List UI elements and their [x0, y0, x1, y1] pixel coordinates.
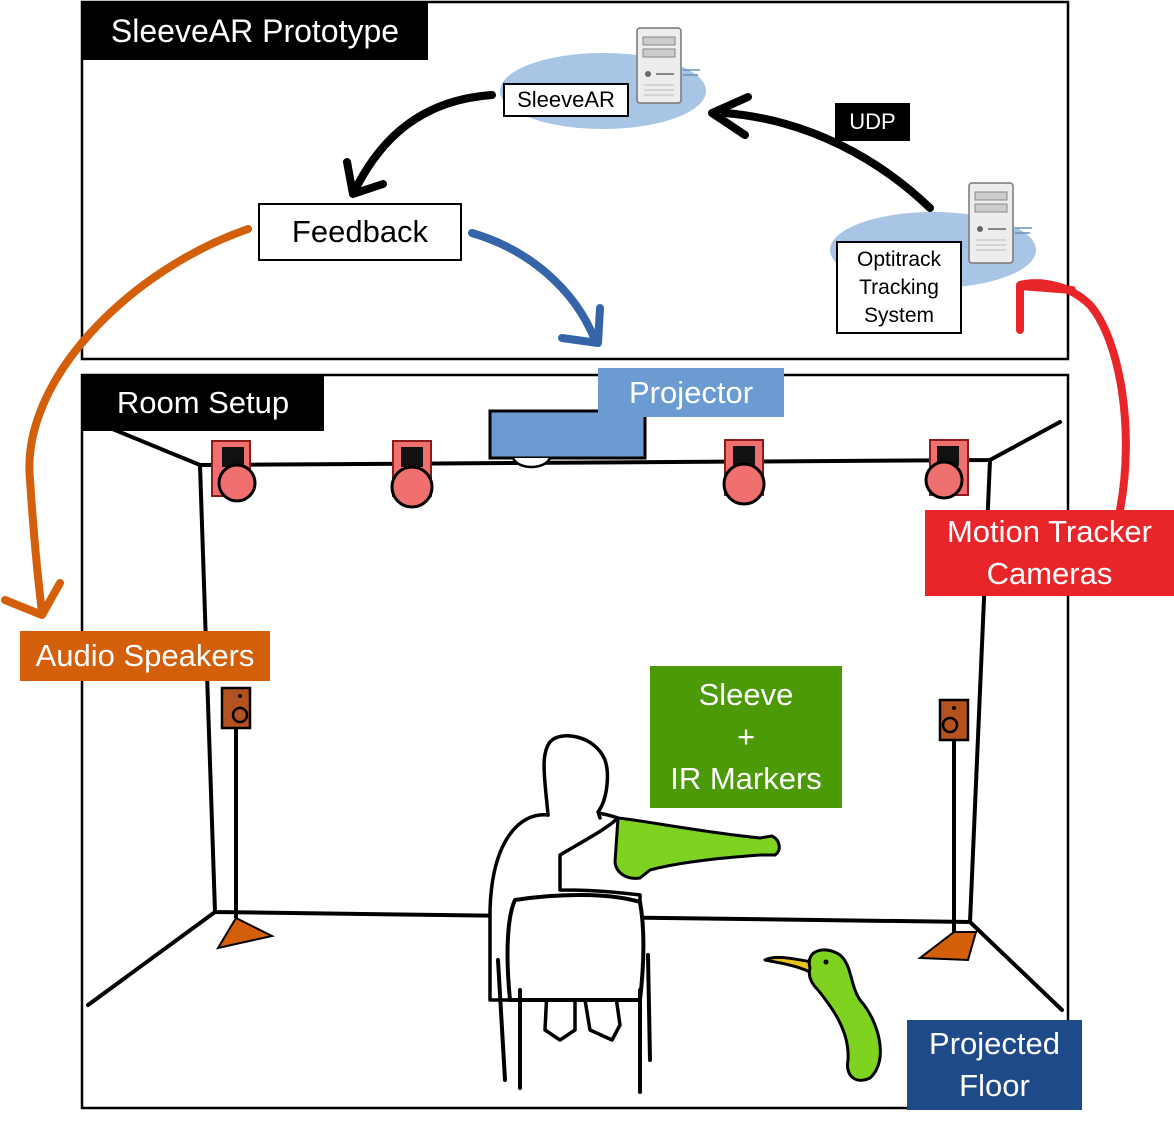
chair-icon — [496, 893, 652, 1094]
motion-tracker-line-2: Cameras — [986, 556, 1113, 591]
arrow-feedback-to-projector — [468, 229, 599, 344]
camera-speaker-2 — [390, 440, 434, 509]
speaker-icon-left — [215, 686, 275, 950]
udp-label: UDP — [835, 103, 910, 141]
optitrack-line-1: Optitrack — [856, 247, 942, 271]
arrow-optitrack-to-sleevear — [721, 109, 934, 212]
arrow-feedback-to-audio-head — [1, 579, 64, 619]
projector-icon — [488, 409, 647, 469]
sleeve-line-3: IR Markers — [670, 761, 822, 796]
camera-speaker-4 — [924, 439, 969, 500]
projector-callout: Projector — [598, 368, 784, 417]
sleeve-line-1: Sleeve — [698, 677, 794, 712]
prototype-panel-title: SleeveAR Prototype — [82, 2, 428, 60]
sleeve-callout: Sleeve + IR Markers — [650, 666, 842, 808]
arrow-feedback-to-audio — [25, 225, 252, 616]
projected-floor-line-2: Floor — [959, 1068, 1030, 1103]
bird-icon — [763, 948, 882, 1082]
arrow-feedback-to-projector-head — [558, 304, 604, 347]
optitrack-line-2: Tracking — [859, 275, 939, 299]
camera-speaker-1 — [211, 440, 257, 503]
arrow-cameras-to-optitrack-head — [1016, 282, 1076, 334]
speaker-icon-right — [917, 698, 978, 962]
camera-speaker-3 — [722, 439, 766, 506]
audio-speakers-callout: Audio Speakers — [20, 631, 270, 681]
room-panel-title: Room Setup — [82, 375, 324, 431]
optitrack-line-3: System — [863, 303, 934, 327]
optitrack-node-label: Optitrack Tracking System — [836, 241, 962, 334]
arrow-optitrack-to-sleevear-head — [708, 93, 752, 139]
projected-floor-callout: Projected Floor — [907, 1020, 1082, 1110]
sleeve-arm — [613, 816, 781, 880]
sleeve-line-2: + — [736, 719, 756, 754]
projected-floor-line-1: Projected — [929, 1026, 1060, 1061]
server-icon — [636, 27, 700, 104]
arrow-sleevear-to-feedback — [351, 91, 496, 194]
sleevear-node-label: SleeveAR — [503, 83, 629, 117]
server-icon — [968, 182, 1032, 264]
motion-tracker-callout: Motion Tracker Cameras — [925, 510, 1174, 596]
motion-tracker-line-1: Motion Tracker — [946, 514, 1152, 549]
feedback-node: Feedback — [258, 203, 462, 261]
arrow-sleevear-to-feedback-head — [343, 158, 387, 198]
